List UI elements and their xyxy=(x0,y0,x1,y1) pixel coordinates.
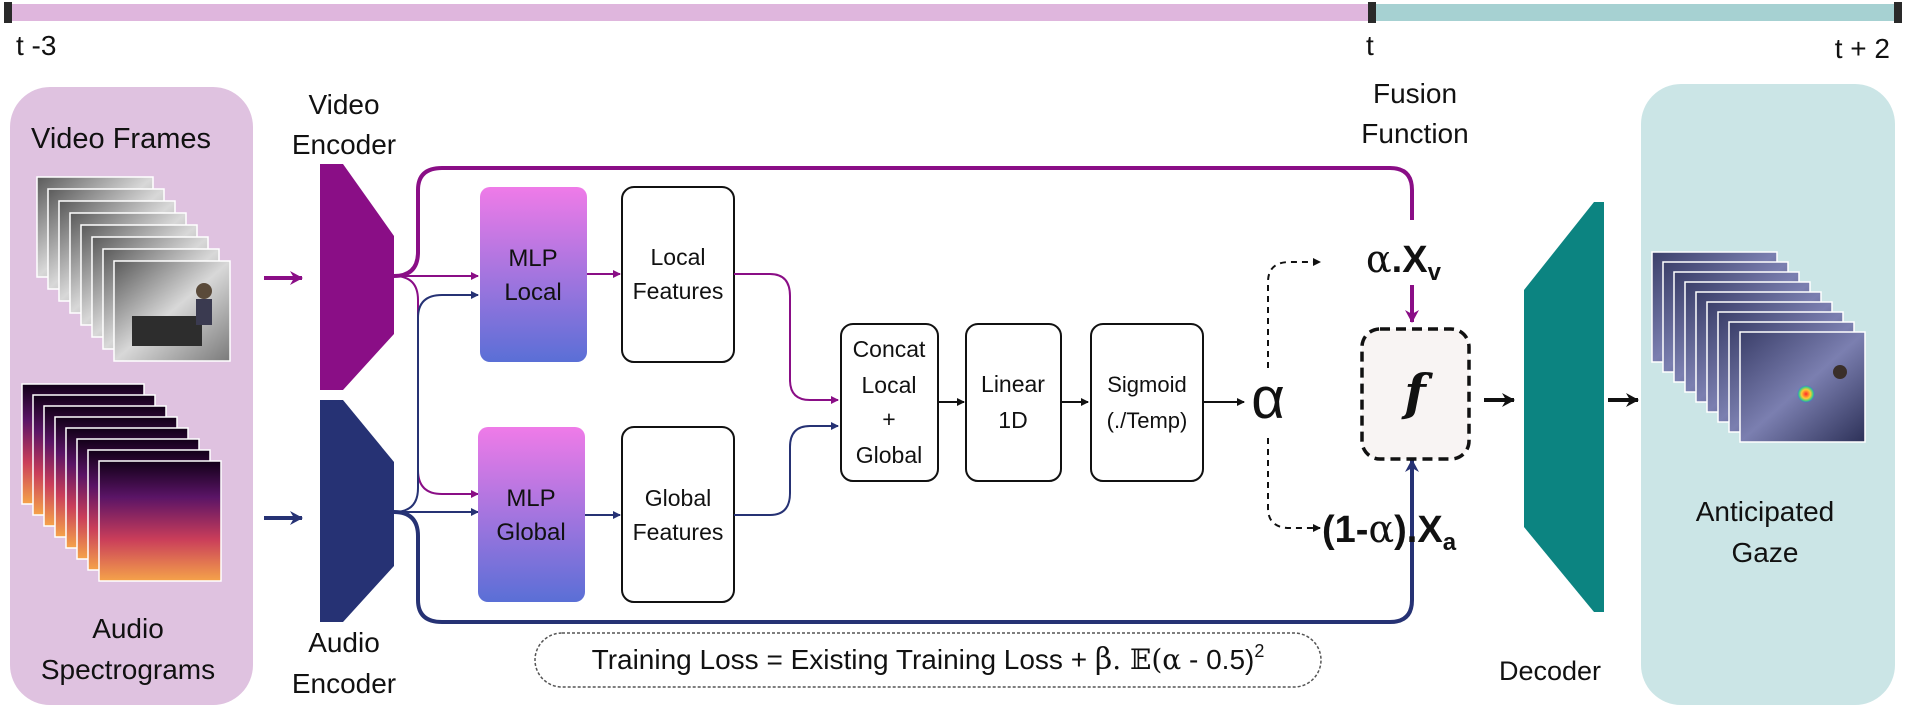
anticipated-gaze-label-line1: Anticipated xyxy=(1696,496,1835,527)
mlp-global-label-line1: MLP xyxy=(506,485,555,512)
fusion-function-title-line1: Fusion xyxy=(1373,78,1457,109)
training-loss-alpha: α xyxy=(1162,643,1181,676)
output-panel: Anticipated Gaze xyxy=(1641,84,1895,705)
audio-weighted-term: (1-α).Xa xyxy=(1322,507,1457,556)
global-features-label-line2: Features xyxy=(633,519,724,545)
gaze-heatmap-spot xyxy=(1797,385,1815,403)
alpha-to-video-term-connector xyxy=(1267,258,1321,368)
video-to-mlp-global-connector xyxy=(393,275,479,498)
input-panel: Video Frames Audio Spectrograms xyxy=(10,87,253,705)
fusion-function-box xyxy=(1360,327,1471,461)
training-loss-text: Training Loss = Existing Training Loss + xyxy=(592,644,1095,675)
audio-term-x: ).X xyxy=(1394,509,1443,551)
local-features-label-line2: Features xyxy=(633,278,724,304)
audio-label-line1: Audio xyxy=(92,613,164,644)
timeline-start-tick xyxy=(4,2,12,23)
concat-label-line2: Local xyxy=(862,372,917,398)
alpha-to-audio-term-connector xyxy=(1267,438,1321,532)
training-loss-exponent: 2 xyxy=(1254,641,1264,661)
local-features-label-line1: Local xyxy=(651,244,706,270)
mlp-local-label-line2: Local xyxy=(504,279,561,306)
mlp-global-label-line2: Global xyxy=(496,519,565,546)
training-loss-box xyxy=(534,632,1322,688)
alpha-symbol: α xyxy=(1251,366,1285,431)
global-features-label-line1: Global xyxy=(645,485,711,511)
audio-encoder-label-line2: Encoder xyxy=(292,668,396,699)
video-frame-person xyxy=(196,283,212,299)
video-bypass-connector xyxy=(393,166,1414,278)
global-features-to-concat-connector xyxy=(734,422,839,516)
concat-label-line4: Global xyxy=(856,442,922,468)
mlp-local-label-line1: MLP xyxy=(508,245,557,272)
mlp-local-block xyxy=(480,187,587,362)
video-frame-scene-floor xyxy=(132,316,202,346)
audio-term-prefix: (1- xyxy=(1322,509,1368,551)
video-weighted-term: α.Xv xyxy=(1366,237,1442,286)
timeline-now-label: t xyxy=(1366,30,1374,61)
video-frame-stack xyxy=(36,176,231,362)
fusion-function-title-line2: Function xyxy=(1361,118,1468,149)
video-term-subscript: v xyxy=(1428,259,1442,286)
audio-term-subscript: a xyxy=(1443,529,1457,556)
video-frames-label: Video Frames xyxy=(31,123,211,155)
training-loss-tail: - 0.5) xyxy=(1181,644,1254,675)
concat-label-line1: Concat xyxy=(853,336,926,362)
timeline-future-bar xyxy=(1372,4,1897,21)
anticipated-gaze-frame-stack xyxy=(1651,251,1866,443)
decoder-trapezoid xyxy=(1524,202,1604,612)
local-features-to-concat-connector xyxy=(734,273,839,404)
audio-term-alpha: α xyxy=(1368,507,1394,551)
timeline-past-bar xyxy=(6,4,1372,21)
audio-spectrogram-stack xyxy=(21,383,222,582)
timeline-start-label: t -3 xyxy=(16,30,56,61)
decoder-label: Decoder xyxy=(1499,656,1601,686)
global-features-box xyxy=(621,426,735,603)
video-encoder-label-line1: Video xyxy=(308,89,379,120)
timeline-now-tick xyxy=(1368,2,1376,23)
audio-to-mlp-local-connector xyxy=(393,291,479,513)
timeline-end-tick xyxy=(1894,2,1902,23)
sigmoid-label-line1: Sigmoid xyxy=(1107,372,1186,397)
audio-bypass-connector xyxy=(393,510,1414,624)
sigmoid-label-line2: (./Temp) xyxy=(1107,408,1188,433)
video-encoder-label-line2: Encoder xyxy=(292,129,396,160)
linear-label-line2: 1D xyxy=(998,407,1027,433)
local-features-box xyxy=(621,186,735,363)
audio-encoder-trapezoid xyxy=(320,400,394,622)
training-loss-beta: β xyxy=(1095,642,1112,677)
timeline: t -3 t t + 2 xyxy=(4,2,1902,64)
audio-spectrogram-thumbnail xyxy=(98,460,222,582)
video-frame-person-body xyxy=(196,299,212,325)
video-encoder-trapezoid xyxy=(320,164,394,390)
mlp-global-block xyxy=(478,427,585,602)
audio-encoder-label-line1: Audio xyxy=(308,627,380,658)
training-loss-expectation: . 𝔼( xyxy=(1112,643,1162,676)
linear-label-line1: Linear xyxy=(981,371,1045,397)
timeline-end-label: t + 2 xyxy=(1835,33,1890,64)
anticipated-gaze-label-line2: Gaze xyxy=(1732,537,1799,568)
training-loss-equation: Training Loss = Existing Training Loss +… xyxy=(592,641,1265,677)
video-term-x: .X xyxy=(1392,239,1429,281)
audio-label-line2: Spectrograms xyxy=(41,654,215,685)
gaze-frame-person xyxy=(1833,365,1847,379)
video-term-alpha: α xyxy=(1366,237,1392,281)
sigmoid-box xyxy=(1090,323,1204,482)
linear-box xyxy=(965,323,1062,482)
concat-label-line3: + xyxy=(882,406,895,432)
